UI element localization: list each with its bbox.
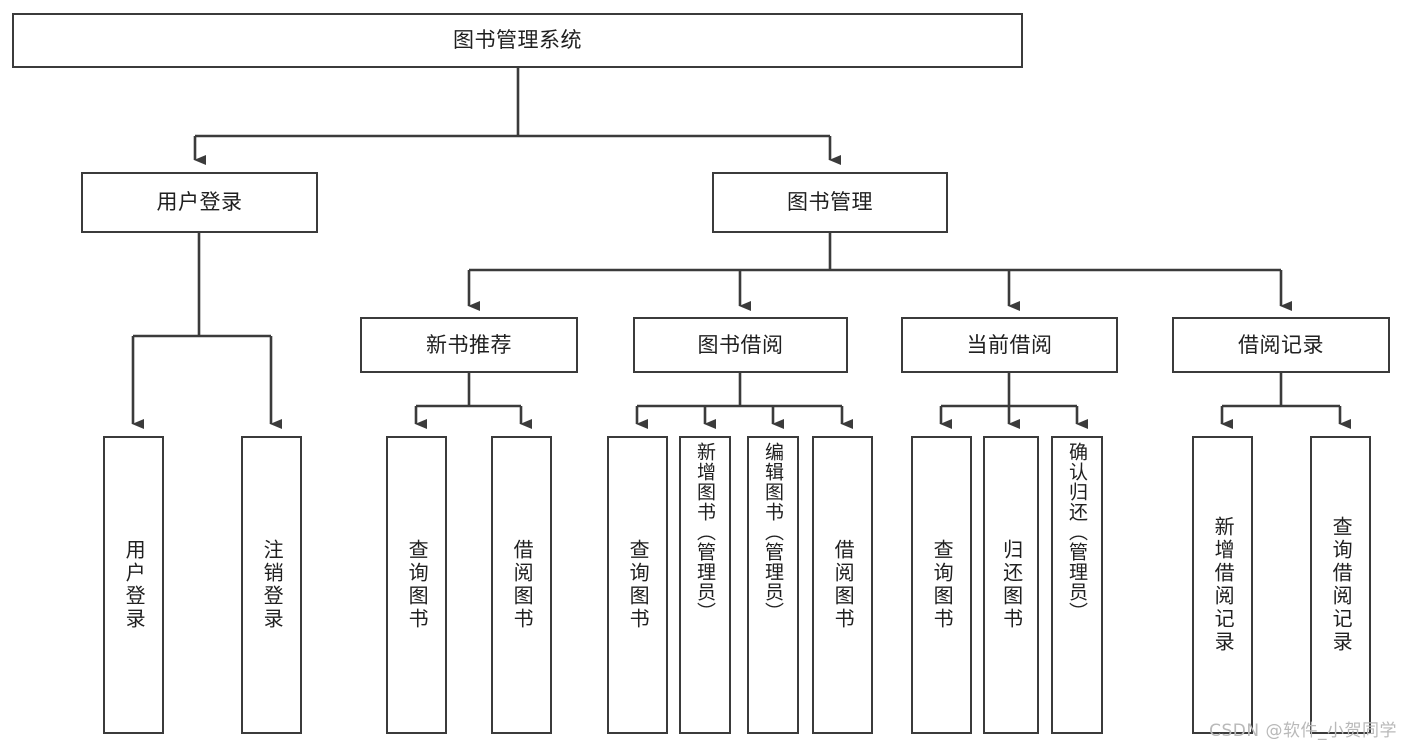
node-borrow-record-label: 借阅记录: [1238, 332, 1324, 357]
node-leaf-user-login-label: 用户登录: [122, 539, 147, 631]
node-leaf-query-book-2[interactable]: 查询图书: [607, 436, 668, 734]
node-book-manage[interactable]: 图书管理: [712, 172, 948, 233]
node-leaf-add-record-label: 新增借阅记录: [1211, 516, 1236, 654]
csdn-watermark: CSDN @软件_小贺同学: [1209, 721, 1397, 741]
node-leaf-query-book-3-label: 查询图书: [930, 539, 955, 631]
node-book-borrow-label: 图书借阅: [697, 332, 784, 357]
node-leaf-query-record-label: 查询借阅记录: [1329, 516, 1354, 654]
node-leaf-borrow-book-2-label: 借阅图书: [831, 539, 856, 631]
node-leaf-query-book-1[interactable]: 查询图书: [386, 436, 447, 734]
node-leaf-return-book[interactable]: 归还图书: [983, 436, 1039, 734]
node-user-login-label: 用户登录: [156, 190, 243, 215]
node-root-label: 图书管理系统: [453, 28, 582, 53]
node-leaf-query-record[interactable]: 查询借阅记录: [1310, 436, 1371, 734]
node-borrow-record[interactable]: 借阅记录: [1172, 317, 1390, 373]
node-book-borrow[interactable]: 图书借阅: [633, 317, 848, 373]
node-leaf-edit-book[interactable]: 编辑图书（管理员）: [747, 436, 799, 734]
node-leaf-borrow-book-1-label: 借阅图书: [510, 539, 535, 631]
node-leaf-edit-book-label: 编辑图书（管理员）: [762, 442, 785, 622]
node-book-manage-label: 图书管理: [787, 190, 873, 215]
node-new-book-recommend[interactable]: 新书推荐: [360, 317, 578, 373]
node-leaf-query-book-3[interactable]: 查询图书: [911, 436, 972, 734]
node-leaf-query-book-2-label: 查询图书: [626, 539, 651, 631]
node-user-login[interactable]: 用户登录: [81, 172, 318, 233]
node-current-borrow-label: 当前借阅: [966, 332, 1053, 357]
node-leaf-query-book-1-label: 查询图书: [405, 539, 430, 631]
node-leaf-add-record[interactable]: 新增借阅记录: [1192, 436, 1253, 734]
node-leaf-confirm-return[interactable]: 确认归还（管理员）: [1051, 436, 1103, 734]
node-leaf-logout-login-label: 注销登录: [260, 539, 285, 631]
node-leaf-add-book[interactable]: 新增图书（管理员）: [679, 436, 731, 734]
node-leaf-user-login[interactable]: 用户登录: [103, 436, 164, 734]
node-leaf-logout-login[interactable]: 注销登录: [241, 436, 302, 734]
node-leaf-borrow-book-1[interactable]: 借阅图书: [491, 436, 552, 734]
node-leaf-return-book-label: 归还图书: [999, 539, 1024, 631]
node-leaf-confirm-return-label: 确认归还（管理员）: [1066, 442, 1089, 622]
node-root[interactable]: 图书管理系统: [12, 13, 1023, 68]
node-leaf-add-book-label: 新增图书（管理员）: [694, 442, 717, 622]
node-current-borrow[interactable]: 当前借阅: [901, 317, 1118, 373]
node-new-book-recommend-label: 新书推荐: [426, 332, 512, 357]
node-leaf-borrow-book-2[interactable]: 借阅图书: [812, 436, 873, 734]
